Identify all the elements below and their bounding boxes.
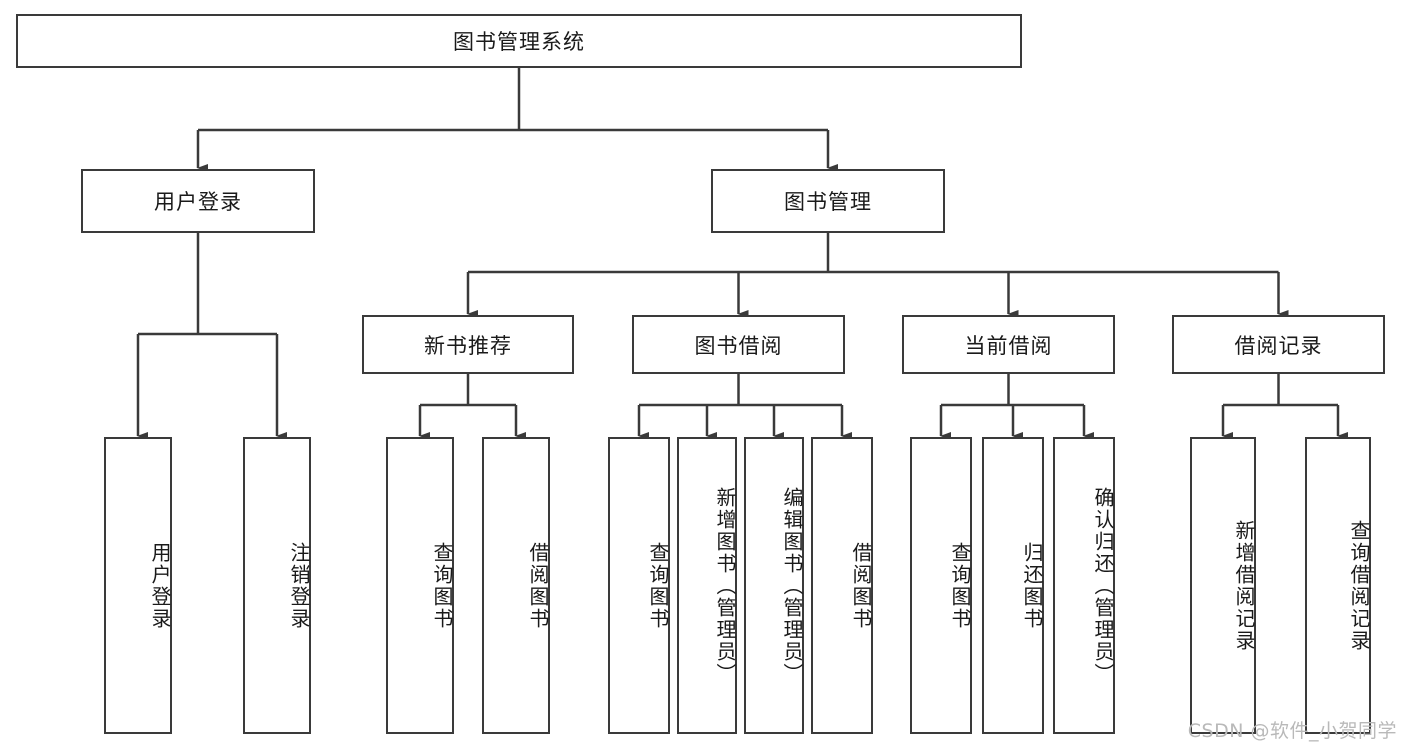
node-label: 借阅图书 bbox=[849, 541, 873, 630]
node-label: 新书推荐 bbox=[424, 333, 512, 358]
node-l-nb-borrow[interactable]: 借阅图书 bbox=[482, 437, 550, 734]
node-label: 查询图书 bbox=[646, 541, 670, 630]
node-l-rc-query[interactable]: 查询借阅记录 bbox=[1305, 437, 1371, 734]
node-l-cu-return[interactable]: 归还图书 bbox=[982, 437, 1044, 734]
node-records[interactable]: 借阅记录 bbox=[1172, 315, 1385, 374]
node-login[interactable]: 用户登录 bbox=[81, 169, 315, 233]
node-label: 新增借阅记录 bbox=[1232, 519, 1256, 652]
node-label: 查询图书 bbox=[948, 541, 972, 630]
node-l-logout[interactable]: 注销登录 bbox=[243, 437, 311, 734]
node-label: 图书借阅 bbox=[694, 333, 783, 358]
node-label: 编辑图书（管理员） bbox=[780, 486, 804, 685]
node-l-bw-lend[interactable]: 借阅图书 bbox=[811, 437, 873, 734]
node-l-bw-query[interactable]: 查询图书 bbox=[608, 437, 670, 734]
node-label: 新增图书（管理员） bbox=[713, 486, 737, 685]
csdn-watermark: CSDN @软件_小贺同学 bbox=[1187, 720, 1397, 742]
node-l-rc-add[interactable]: 新增借阅记录 bbox=[1190, 437, 1256, 734]
node-borrow[interactable]: 图书借阅 bbox=[632, 315, 845, 374]
node-label: 查询图书 bbox=[430, 541, 454, 630]
node-current[interactable]: 当前借阅 bbox=[902, 315, 1115, 374]
node-label: 当前借阅 bbox=[964, 333, 1053, 358]
edge-group bbox=[136, 68, 1348, 440]
node-l-login[interactable]: 用户登录 bbox=[104, 437, 172, 734]
node-l-cu-query[interactable]: 查询图书 bbox=[910, 437, 972, 734]
node-root[interactable]: 图书管理系统 bbox=[16, 14, 1022, 68]
node-l-cu-confirm[interactable]: 确认归还（管理员） bbox=[1053, 437, 1115, 734]
node-l-bw-add[interactable]: 新增图书（管理员） bbox=[677, 437, 737, 734]
node-label: 用户登录 bbox=[148, 541, 172, 630]
node-label: 查询借阅记录 bbox=[1347, 519, 1371, 652]
node-l-nb-query[interactable]: 查询图书 bbox=[386, 437, 454, 734]
node-label: 注销登录 bbox=[287, 541, 311, 630]
node-label: 借阅记录 bbox=[1234, 333, 1323, 358]
node-label: 确认归还（管理员） bbox=[1091, 486, 1115, 685]
node-label: 借阅图书 bbox=[526, 541, 550, 630]
node-newbook[interactable]: 新书推荐 bbox=[362, 315, 574, 374]
node-label: 图书管理系统 bbox=[453, 30, 585, 54]
node-l-bw-edit[interactable]: 编辑图书（管理员） bbox=[744, 437, 804, 734]
node-label: 归还图书 bbox=[1020, 541, 1044, 630]
node-label: 用户登录 bbox=[154, 190, 242, 214]
node-label: 图书管理 bbox=[784, 190, 872, 214]
node-bookmgmt[interactable]: 图书管理 bbox=[711, 169, 945, 233]
